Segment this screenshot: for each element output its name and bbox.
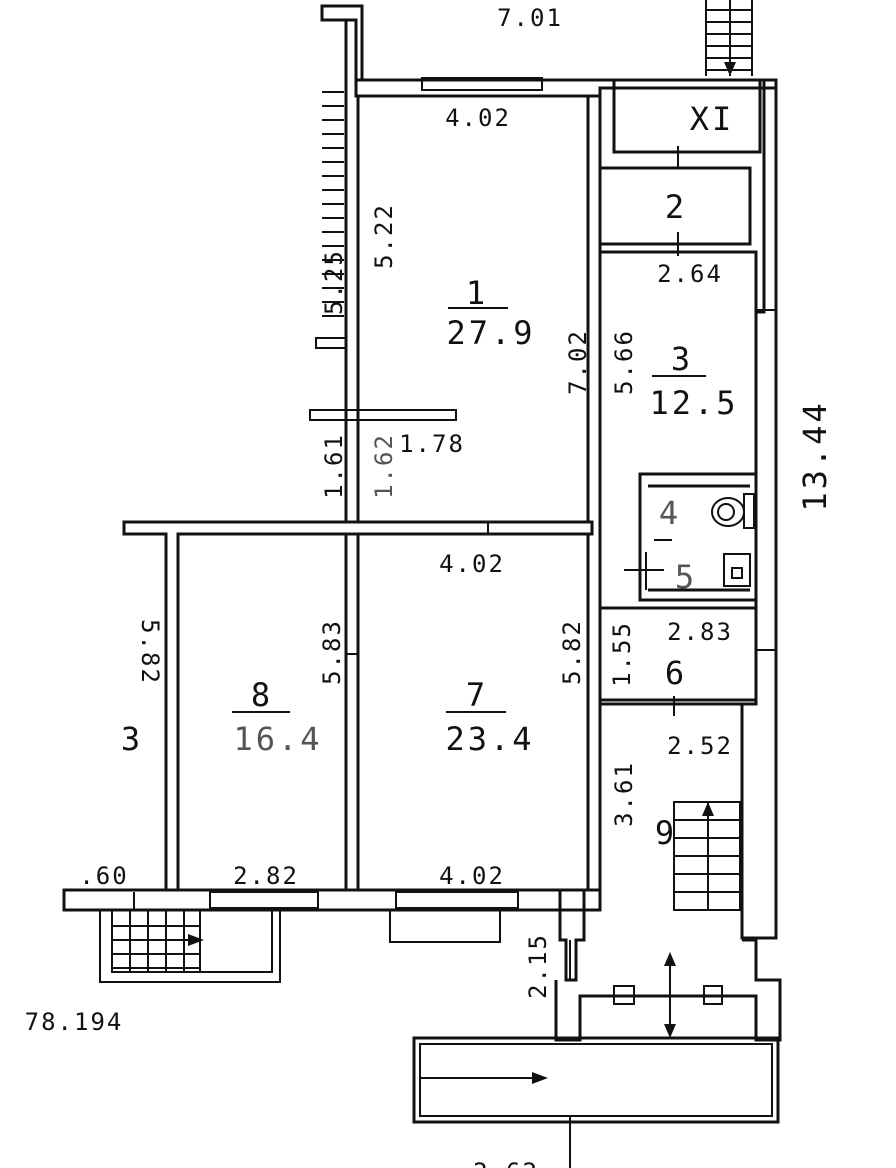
- dim-hall-width: 1.78: [399, 430, 465, 458]
- room-3-number: 3: [671, 340, 693, 378]
- dim-room6-height: 1.55: [608, 621, 636, 687]
- room-5-number: 5: [675, 558, 697, 596]
- section-mark: XI: [690, 100, 735, 138]
- stairs-bottom-left: [99, 909, 281, 983]
- dim-hall-left-b: 1.62: [370, 433, 398, 499]
- room-1-number: 1: [466, 274, 488, 312]
- dim-room9-height: 3.61: [610, 761, 638, 827]
- dim-room1-left: 5.22: [370, 203, 398, 269]
- room-3-area: 12.5: [649, 384, 738, 422]
- dim-left-exterior: 5.25: [320, 249, 348, 315]
- dim-top-width: 7.01: [497, 4, 563, 32]
- dimension-labels: 7.01 4.02 5.22 5.25 1.61 1.62 1.78 7.02 …: [25, 4, 834, 1168]
- window-room8: [209, 891, 319, 909]
- hatch-left: [322, 91, 344, 317]
- room-2-number: 2: [665, 188, 687, 226]
- walls: [62, 4, 782, 1168]
- room-xi: [612, 78, 762, 154]
- dim-room8-bottom: 2.82: [233, 862, 299, 890]
- room-labels: 1 27.9 2 3 12.5 4 5 6 7 23.4 8 16.4 9 3 …: [121, 100, 738, 852]
- dim-room3-height: 5.66: [610, 329, 638, 395]
- dim-bottom-cut: 2.62: [473, 1158, 539, 1168]
- dim-room2-width: 2.64: [657, 260, 723, 288]
- room-8-number: 8: [251, 676, 273, 714]
- room-8-area: 16.4: [233, 720, 322, 758]
- room-1-area: 27.9: [446, 314, 535, 352]
- window-top: [421, 77, 543, 91]
- sink-icon: [723, 553, 751, 587]
- dim-room7-right: 5.82: [558, 619, 586, 685]
- dim-room8-left: 5.82: [136, 619, 164, 685]
- elevation-mark: 78.194: [25, 1008, 124, 1036]
- toilet-icon: [711, 493, 755, 529]
- dim-room7-bottom: 4.02: [439, 862, 505, 890]
- dim-room8-right: 5.83: [318, 619, 346, 685]
- dim-room1-right: 7.02: [564, 329, 592, 395]
- dim-room1-top: 4.02: [445, 104, 511, 132]
- room-7-number: 7: [466, 676, 488, 714]
- dim-mid-width: 4.02: [439, 550, 505, 578]
- room-4-number: 4: [659, 494, 681, 532]
- room-9-number: 9: [655, 814, 677, 852]
- dim-room9-width: 2.52: [667, 732, 733, 760]
- room-6-number: 6: [665, 654, 687, 692]
- outside-number: 3: [121, 720, 143, 758]
- room-7-area: 23.4: [445, 720, 534, 758]
- arrows: [150, 40, 736, 1084]
- dim-room6-width: 2.83: [667, 618, 733, 646]
- dim-total-height: 13.44: [796, 400, 834, 511]
- window-room7: [395, 891, 519, 909]
- dim-balcony-width: .60: [79, 862, 128, 890]
- door-opening-hall: [309, 409, 457, 421]
- dim-entrance-height: 2.15: [524, 933, 552, 999]
- platform: [412, 1036, 780, 1124]
- dim-hall-left-a: 1.61: [320, 433, 348, 499]
